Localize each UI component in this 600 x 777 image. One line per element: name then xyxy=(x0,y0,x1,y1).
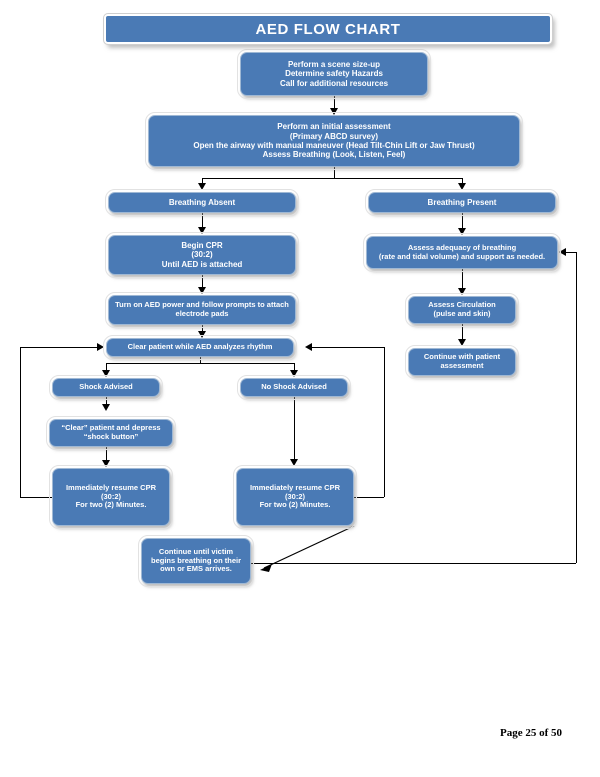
node-line: Begin CPR xyxy=(181,240,223,250)
node-line: (30:2) xyxy=(100,491,121,501)
connector-loop-right-in xyxy=(312,347,384,348)
arrowhead-assess-circulation xyxy=(458,288,466,295)
node-line: (30:2) xyxy=(284,491,305,501)
node-line: Determine safety Hazards xyxy=(285,69,383,79)
node-immediately-resume-cpr-shock-path[interactable]: Immediately resume CPR (30:2) For two (2… xyxy=(49,465,173,529)
node-line: Immediately resume CPR xyxy=(65,482,157,492)
connector-clear-split-right xyxy=(294,363,295,371)
arrowhead-resume-cpr-left xyxy=(102,460,110,467)
node-line: Assess Circulation xyxy=(428,300,496,310)
arrowhead-no-shock-advised xyxy=(290,370,298,377)
connector-clear-split-bar xyxy=(106,363,294,364)
node-line: Continue until victim xyxy=(158,546,234,556)
node-line: “Clear” patient and depress xyxy=(61,423,161,433)
arrowhead-clear-depress-shock xyxy=(102,404,110,411)
connector-noshock-to-resume-right xyxy=(294,397,295,460)
arrowhead-turn-on-aed xyxy=(198,287,206,294)
arrowhead-breathing-present xyxy=(458,183,466,190)
node-breathing-present[interactable]: Breathing Present xyxy=(365,189,559,216)
connector-loop-left-in xyxy=(20,347,98,348)
node-line: Breathing Absent xyxy=(168,197,236,207)
node-line: (Primary ABCD survey) xyxy=(289,131,379,141)
node-assess-adequacy-of-breathing[interactable]: Assess adequacy of breathing (rate and t… xyxy=(363,233,561,272)
node-line: Until AED is attached xyxy=(161,259,243,269)
node-line: (30:2) xyxy=(191,250,213,260)
node-line: electrode pads xyxy=(175,309,229,318)
node-no-shock-advised[interactable]: No Shock Advised xyxy=(237,375,351,400)
node-begin-cpr[interactable]: Begin CPR (30:2) Until AED is attached xyxy=(105,232,299,278)
arrowhead-loop-right-into-clear xyxy=(305,343,312,351)
arrowhead-assess-adequacy xyxy=(458,228,466,235)
node-continue-until-victim-breathes[interactable]: Continue until victim begins breathing o… xyxy=(138,535,254,587)
node-breathing-absent[interactable]: Breathing Absent xyxy=(105,189,299,216)
node-line: Turn on AED power and follow prompts to … xyxy=(115,300,289,310)
connector-babsent-to-begincpr xyxy=(202,213,203,228)
connector-clear-down xyxy=(200,357,201,363)
arrowhead-loop-left-into-clear xyxy=(97,343,104,351)
arrowhead-continue-with-patient-assessment xyxy=(458,339,466,346)
connector-turnon-to-clear xyxy=(202,325,203,333)
node-line: begins breathing on their xyxy=(150,555,241,565)
connector-loop-left-up xyxy=(20,347,21,497)
connector-initial-down xyxy=(334,167,335,178)
connector-far-loop-in xyxy=(566,252,576,253)
connector-clear-split-left xyxy=(106,363,107,371)
connector-resume-right-to-continue-victim xyxy=(260,525,355,572)
connector-circulation-to-continue-assessment xyxy=(462,324,463,340)
node-line: (pulse and skin) xyxy=(433,309,491,318)
node-line: For two (2) Minutes. xyxy=(259,500,331,510)
node-line: For two (2) Minutes. xyxy=(75,500,147,510)
connector-far-loop-out xyxy=(251,563,576,564)
connector-scene-to-initial xyxy=(334,96,335,109)
node-line: Assess Breathing (Look, Listen, Feel) xyxy=(262,150,406,160)
node-line: Open the airway with manual maneuver (He… xyxy=(193,141,475,150)
connector-loop-left-out xyxy=(20,497,52,498)
connector-shockadv-to-depress xyxy=(106,397,107,405)
arrowhead-far-loop-into-adequacy xyxy=(559,248,566,256)
node-clear-patient-and-depress-shock-button[interactable]: “Clear” patient and depress “shock butto… xyxy=(46,416,176,450)
arrowhead-clear-patient xyxy=(198,331,206,338)
connector-loop-right-out xyxy=(354,497,384,498)
node-clear-patient-while-aed-analyzes-rhythm[interactable]: Clear patient while AED analyzes rhythm xyxy=(103,335,297,360)
page-footer: Page 25 of 50 xyxy=(499,727,562,739)
node-scene-sizeup[interactable]: Perform a scene size-up Determine safety… xyxy=(237,49,431,99)
node-line: Call for additional resources xyxy=(279,78,389,88)
arrowhead-breathing-absent xyxy=(198,183,206,190)
node-line: Shock Advised xyxy=(79,382,133,392)
node-line: “shock button” xyxy=(83,432,139,441)
arrowhead-shock-advised xyxy=(102,370,110,377)
node-line: Breathing Present xyxy=(427,197,497,207)
node-initial-assessment[interactable]: Perform an initial assessment (Primary A… xyxy=(145,112,523,170)
node-line: (rate and tidal volume) and support as n… xyxy=(378,251,546,261)
connector-far-loop-up xyxy=(576,252,577,563)
node-line: assessment xyxy=(440,361,484,370)
arrowhead-begin-cpr xyxy=(198,227,206,234)
connector-split-bar xyxy=(202,178,462,179)
connector-depress-to-resume-left xyxy=(106,447,107,461)
connector-split-left xyxy=(202,178,203,184)
arrowhead-resume-cpr-right xyxy=(290,459,298,466)
connector-begincpr-to-turnon xyxy=(202,275,203,288)
node-line: Perform an initial assessment xyxy=(277,122,391,132)
arrowhead-initial-assessment xyxy=(330,108,338,115)
node-line: Assess adequacy of breathing xyxy=(407,242,517,252)
node-shock-advised[interactable]: Shock Advised xyxy=(49,375,163,400)
node-line: Continue with patient xyxy=(423,352,501,362)
node-line: Clear patient while AED analyzes rhythm xyxy=(127,342,273,352)
node-continue-with-patient-assessment[interactable]: Continue with patient assessment xyxy=(405,345,519,379)
node-line: No Shock Advised xyxy=(261,382,327,392)
node-line: Immediately resume CPR xyxy=(249,482,341,492)
node-line: own or EMS arrives. xyxy=(160,564,232,574)
node-line: Perform a scene size-up xyxy=(287,59,381,69)
page-title: AED FLOW CHART xyxy=(103,13,553,45)
connector-split-right xyxy=(462,178,463,184)
node-turn-on-aed-power[interactable]: Turn on AED power and follow prompts to … xyxy=(105,292,299,328)
connector-loop-right-up xyxy=(384,347,385,497)
node-immediately-resume-cpr-no-shock-path[interactable]: Immediately resume CPR (30:2) For two (2… xyxy=(233,465,357,529)
connector-adequacy-to-circulation xyxy=(462,269,463,289)
node-assess-circulation[interactable]: Assess Circulation (pulse and skin) xyxy=(405,293,519,327)
connector-bpresent-to-adequacy xyxy=(462,213,463,229)
